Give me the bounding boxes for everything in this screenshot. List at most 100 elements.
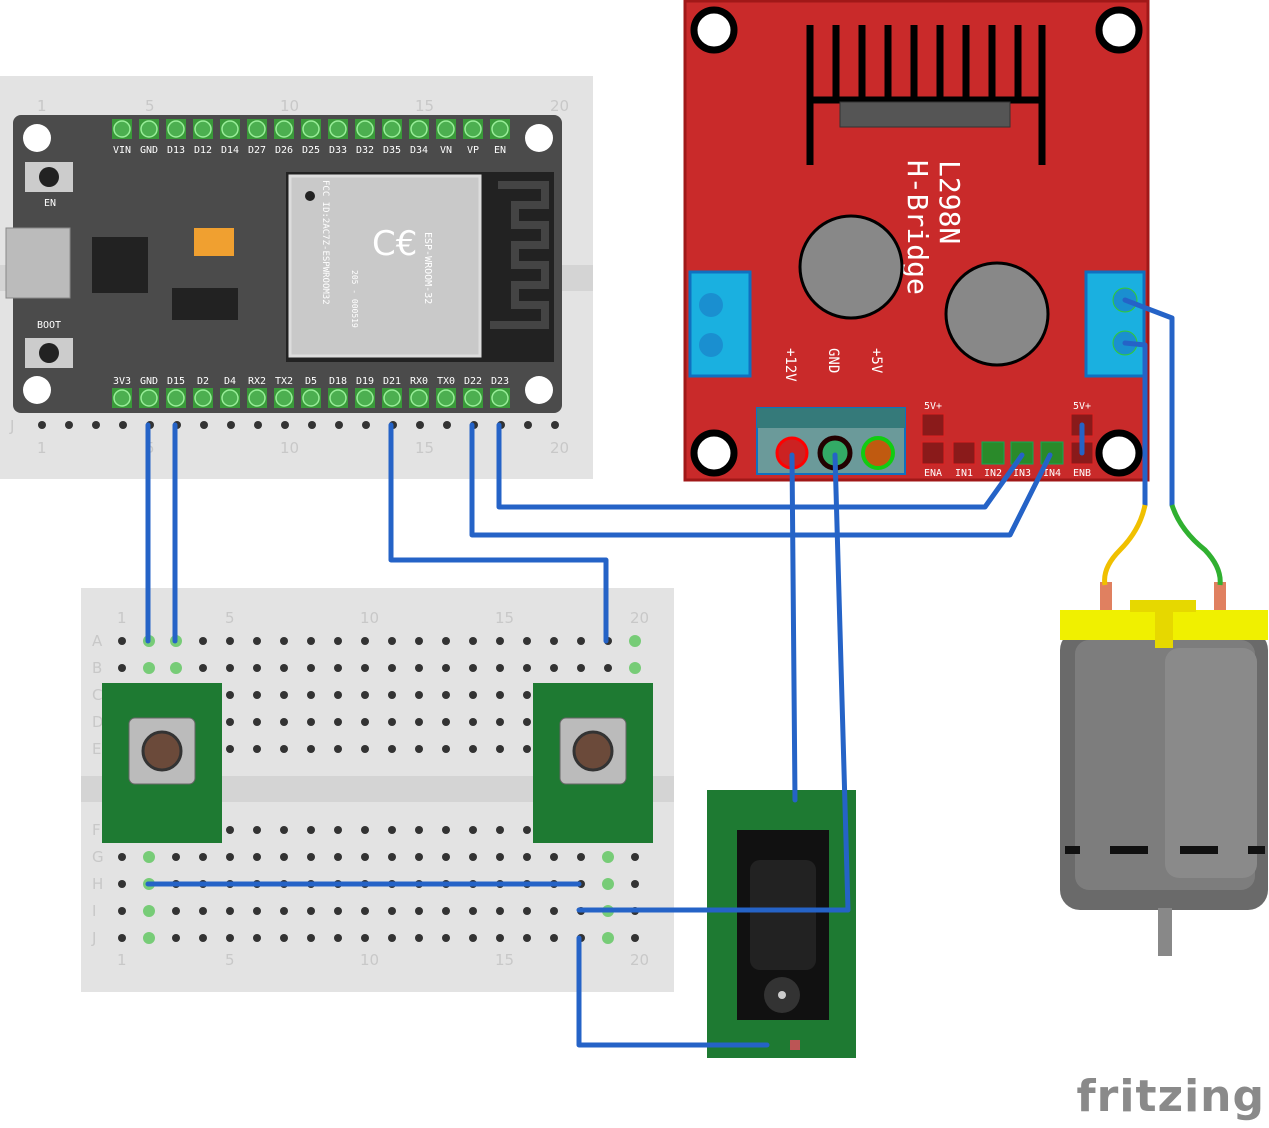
breadboard-hole [281, 421, 289, 429]
pin-label-bottom: 3V3 [113, 376, 131, 387]
breadboard-hole [442, 718, 450, 726]
pin-label-bottom: D22 [464, 376, 482, 387]
logic-pin [952, 441, 976, 465]
breadboard-hole [172, 934, 180, 942]
breadboard-hole [523, 907, 531, 915]
breadboard-hole [118, 853, 126, 861]
column-number: 5 [225, 609, 235, 627]
fritzing-logo: fritzing [1076, 1071, 1265, 1122]
breadboard-hole [334, 664, 342, 672]
breadboard-hole [334, 853, 342, 861]
pin-label-bottom: D23 [491, 376, 509, 387]
breadboard-hole [469, 718, 477, 726]
column-number: 15 [415, 97, 434, 115]
breadboard-hole [143, 905, 155, 917]
breadboard-hole [335, 421, 343, 429]
pin-label-bottom: D15 [167, 376, 185, 387]
pin [410, 389, 428, 407]
pin-label-top: VP [467, 145, 479, 156]
breadboard-hole [415, 637, 423, 645]
breadboard-hole [253, 907, 261, 915]
pin-label-top: D34 [410, 145, 428, 156]
breadboard-hole [361, 664, 369, 672]
pin-label-top: D26 [275, 145, 293, 156]
breadboard-hole [388, 745, 396, 753]
pin-label-top: GND [140, 145, 158, 156]
breadboard-hole [388, 664, 396, 672]
breadboard-hole [307, 907, 315, 915]
pin [194, 120, 212, 138]
breadboard-hole [307, 745, 315, 753]
pushbutton-cap [572, 730, 614, 772]
pin-label-top: VN [440, 145, 452, 156]
breadboard-hole [361, 934, 369, 942]
column-number: 15 [495, 951, 514, 969]
row-letter: C [92, 686, 102, 704]
row-letter: A [92, 632, 103, 650]
breadboard-hole [170, 662, 182, 674]
jumper-pin [921, 413, 945, 437]
breadboard-hole [523, 934, 531, 942]
breadboard-hole [496, 637, 504, 645]
breadboard-hole [523, 664, 531, 672]
l298n-subtitle: H-Bridge [901, 160, 934, 295]
breadboard-hole [469, 745, 477, 753]
breadboard-hole [442, 745, 450, 753]
breadboard-hole [199, 664, 207, 672]
breadboard-hole [143, 851, 155, 863]
breadboard-hole [199, 934, 207, 942]
pin-label-bottom: D2 [197, 376, 209, 387]
wires [145, 297, 1223, 1048]
pin-label-top: D32 [356, 145, 374, 156]
breadboard-hole [442, 637, 450, 645]
breadboard-hole [226, 691, 234, 699]
breadboard-hole [629, 635, 641, 647]
pin-label-bottom: D4 [224, 376, 236, 387]
breadboard-hole [172, 853, 180, 861]
l298n-title: L298N [933, 160, 966, 244]
breadboard-hole [226, 637, 234, 645]
breadboard-hole [226, 826, 234, 834]
breadboard-hole [308, 421, 316, 429]
pin-label-top: D25 [302, 145, 320, 156]
row-letter: B [92, 659, 102, 677]
breadboard-hole [629, 662, 641, 674]
breadboard-hole [361, 907, 369, 915]
breadboard-hole [361, 853, 369, 861]
logic-pin [921, 441, 945, 465]
breadboard-hole [307, 718, 315, 726]
pin [491, 389, 509, 407]
breadboard-hole [415, 934, 423, 942]
breadboard-hole [280, 907, 288, 915]
pin [356, 120, 374, 138]
breadboard-hole [361, 718, 369, 726]
pin [329, 120, 347, 138]
module-fcc: FCC ID:2AC7Z-ESPWROOM32 [320, 180, 330, 305]
module-cert: 205 - 000519 [350, 270, 359, 328]
breadboard-hole [388, 718, 396, 726]
pin-label-bottom: TX0 [437, 376, 455, 387]
breadboard-hole [442, 664, 450, 672]
breadboard-hole [388, 637, 396, 645]
breadboard-hole [199, 907, 207, 915]
pin [275, 120, 293, 138]
breadboard-hole [496, 826, 504, 834]
pin [113, 389, 131, 407]
breadboard-hole [388, 826, 396, 834]
breadboard-hole [307, 934, 315, 942]
breadboard-hole [388, 691, 396, 699]
column-number: 10 [280, 97, 299, 115]
pin-label-top: D12 [194, 145, 212, 156]
breadboard-hole [334, 718, 342, 726]
row-letter: J [9, 417, 14, 435]
column-number: 5 [145, 97, 155, 115]
breadboard-hole [523, 745, 531, 753]
breadboard-hole [253, 691, 261, 699]
breadboard-hole [334, 637, 342, 645]
breadboard-hole [280, 718, 288, 726]
breadboard-hole [523, 853, 531, 861]
pin-label-top: D14 [221, 145, 239, 156]
logic-label: IN4 [1043, 468, 1061, 479]
breadboard-hole [172, 907, 180, 915]
